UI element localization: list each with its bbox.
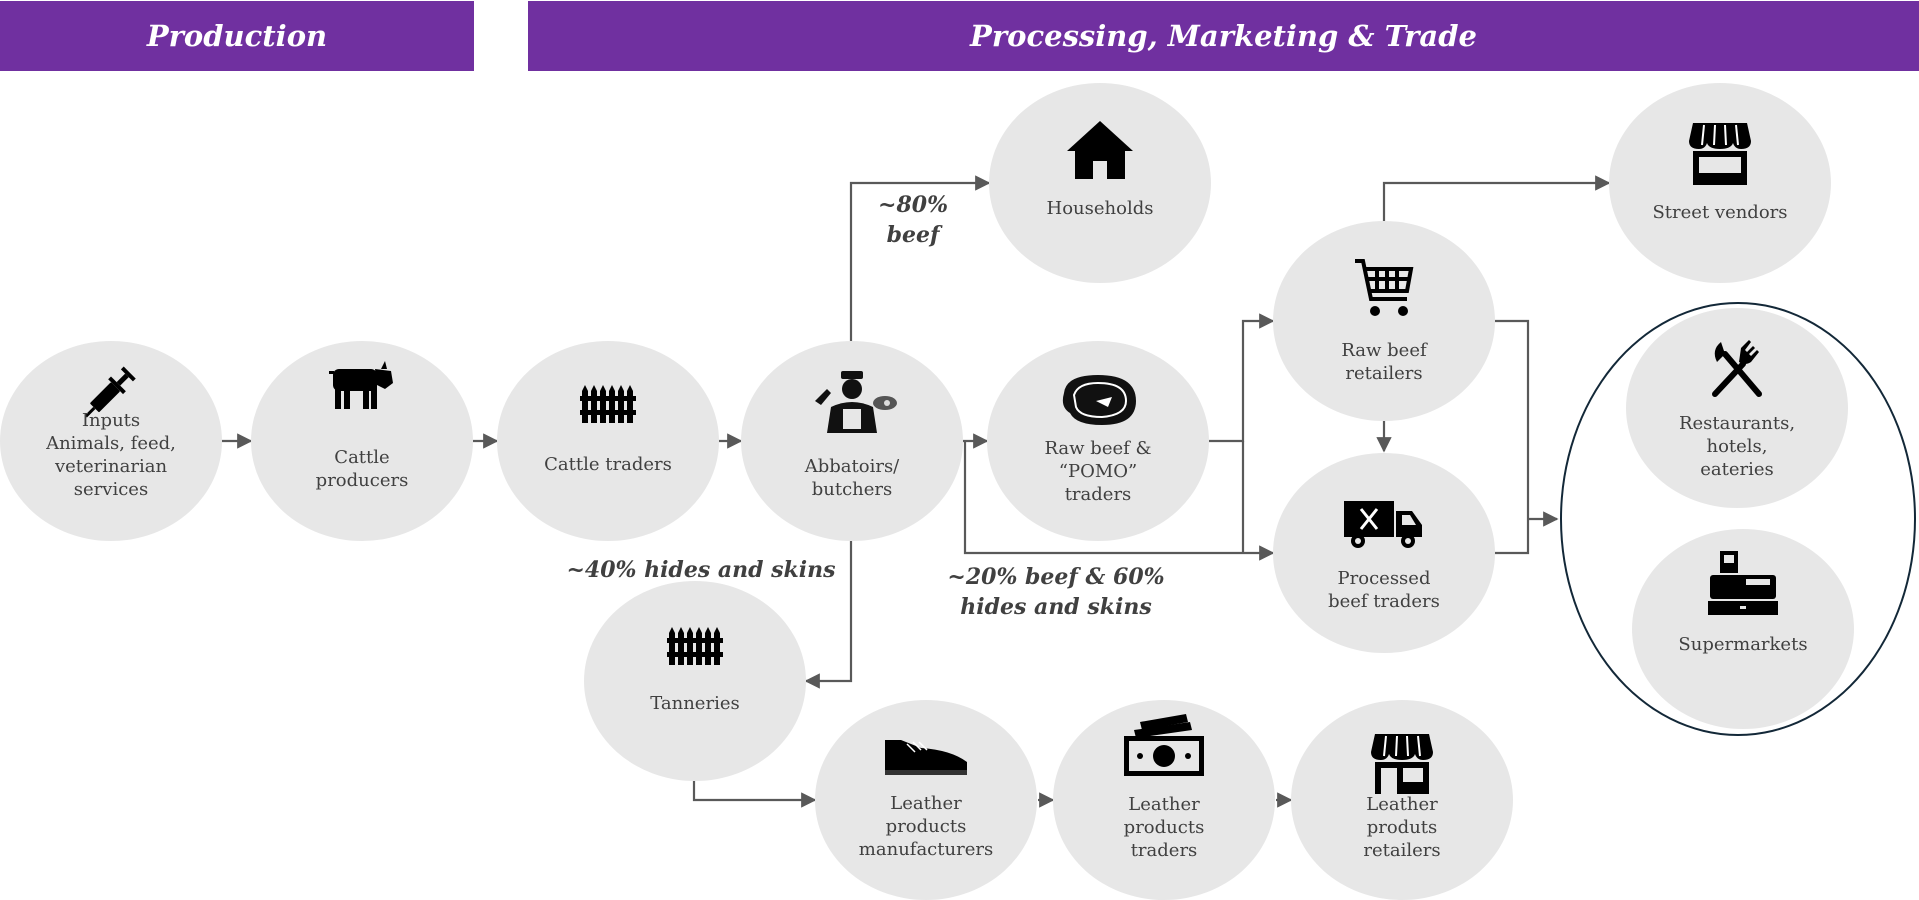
node-label: Households (1046, 198, 1154, 219)
node-tanneries: Tanneries (584, 581, 806, 781)
fence-icon (497, 385, 719, 423)
node-label: Tanneries (650, 693, 740, 714)
node-street-vendors: Street vendors (1609, 83, 1831, 283)
butcher-icon (741, 371, 963, 433)
shoe-icon (815, 736, 1037, 776)
node-label: Cattle traders (544, 454, 672, 475)
money-icon (1053, 714, 1275, 776)
node-leather-retailers: Leather produts retailers (1291, 700, 1513, 900)
node-label: Leather products traders (1123, 794, 1205, 861)
node-label: Supermarkets (1678, 634, 1808, 655)
node-cattle-traders: Cattle traders (497, 341, 719, 541)
node-restaurants: Restaurants, hotels, eateries (1626, 308, 1848, 508)
node-inputs: Inputs Animals, feed, veterinarian servi… (0, 341, 222, 541)
arrow-abbatoirs-to-households (849, 175, 991, 341)
delivery-truck-icon (1273, 499, 1495, 549)
arrow-tanneries-to-manufacturers (692, 781, 817, 808)
node-label: Inputs Animals, feed, veterinarian servi… (46, 410, 176, 500)
node-label: Leather produts retailers (1363, 794, 1441, 861)
fence-icon (584, 627, 806, 665)
node-cattle-producers: Cattle producers (251, 341, 473, 541)
node-leather-manufacturers: Leather products manufacturers (815, 700, 1037, 900)
node-abbatoirs: Abbatoirs/ butchers (741, 341, 963, 541)
storefront-icon (1609, 123, 1831, 185)
node-supermarkets: Supermarkets (1632, 529, 1854, 729)
node-label: Raw beef retailers (1341, 340, 1427, 384)
cash-register-icon (1632, 551, 1854, 615)
node-raw-beef-pomo-traders: Raw beef & “POMO” traders (987, 341, 1209, 541)
syringe-icon (0, 359, 222, 425)
cow-icon (251, 361, 473, 411)
node-label: Raw beef & “POMO” traders (1044, 438, 1152, 505)
node-label: Restaurants, hotels, eateries (1678, 413, 1796, 480)
node-processed-beef-traders: Processed beef traders (1273, 453, 1495, 653)
steak-icon (987, 371, 1209, 429)
node-raw-beef-retailers: Raw beef retailers (1273, 221, 1495, 421)
node-label: Street vendors (1652, 202, 1788, 223)
header-production: Production (0, 1, 474, 71)
annotation-40-hides: ~40% hides and skins (566, 557, 836, 583)
arrow-retailers-to-formal-retail (1494, 319, 1530, 555)
house-icon (989, 121, 1211, 179)
annotation-80-beef: ~80% beef (878, 192, 948, 248)
node-leather-traders: Leather products traders (1053, 700, 1275, 900)
arrow-pomo-to-raw-beef-retailers (1209, 313, 1275, 443)
formal-retail-outline (1560, 302, 1916, 736)
arrow-retailers-to-street-vendors (1382, 175, 1611, 221)
storefront-icon (1291, 734, 1513, 794)
node-label: Processed beef traders (1328, 568, 1440, 612)
fork-knife-icon (1626, 340, 1848, 400)
shopping-cart-icon (1273, 257, 1495, 319)
arrow-abbatoirs-to-tanneries (804, 541, 853, 689)
node-label: Leather products manufacturers (858, 793, 994, 860)
arrow-abbatoirs-to-processed-beef (963, 441, 1275, 561)
annotation-20-beef-60-hides: ~20% beef & 60% hides and skins (947, 564, 1165, 620)
node-label: Cattle producers (315, 447, 409, 491)
node-label: Abbatoirs/ butchers (804, 456, 900, 500)
header-processing-marketing-trade: Processing, Marketing & Trade (528, 1, 1919, 71)
node-households: Households (989, 83, 1211, 283)
